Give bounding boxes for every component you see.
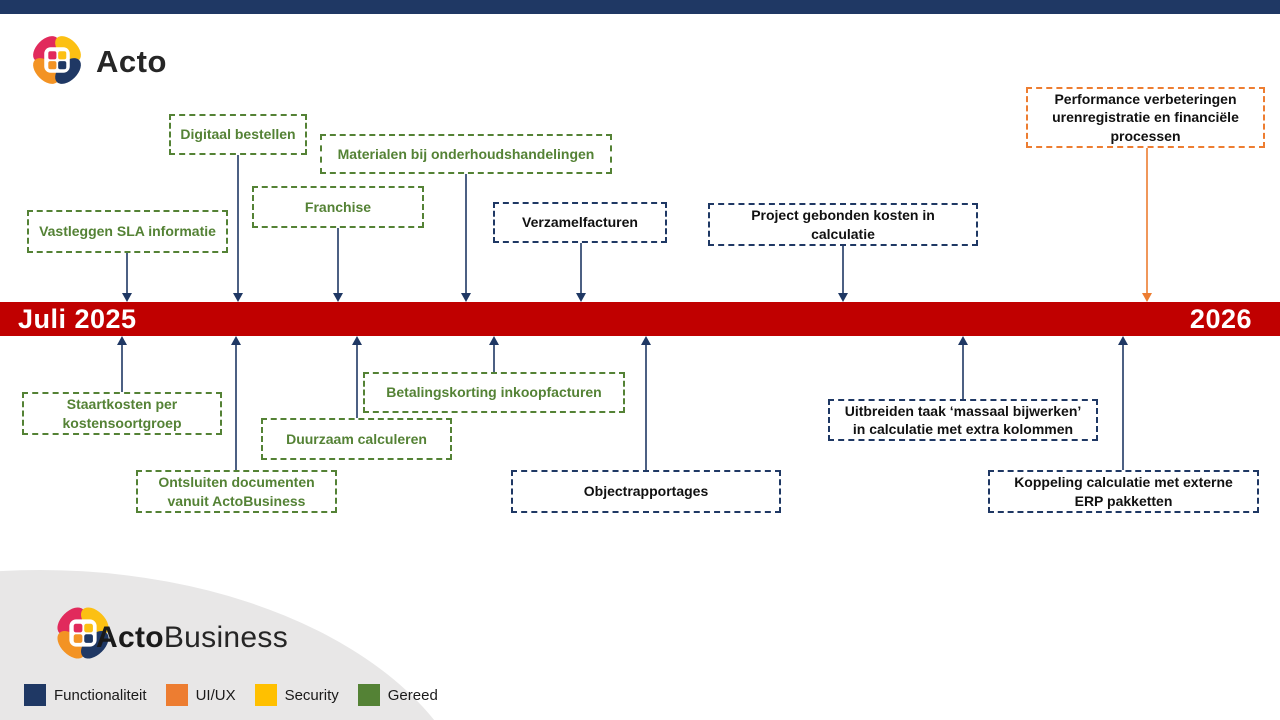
roadmap-item-duurzaam-calculeren: Duurzaam calculeren [261,418,452,460]
timeline-start-label: Juli 2025 [18,303,137,334]
legend-label: Gereed [387,686,438,704]
gereed-color-swatch [357,684,380,706]
top-accent-bar [0,0,1280,14]
legend-item-functionaliteit: Functionaliteit [24,684,147,706]
legend-item-uiux: UI/UX [165,684,236,706]
roadmap-item-staartkosten: Staartkosten per kostensoortgroep [22,392,222,435]
roadmap-item-performance-verbeteringen: Performance verbeteringen urenregistrati… [1026,87,1265,148]
uiux-color-swatch [165,684,188,706]
acto-logo-icon [33,36,81,84]
legend-label: Security [284,686,339,704]
roadmap-item-materialen-bij-onderhoudshandelingen: Materialen bij onderhoudshandelingen [320,134,612,174]
legend-label: UI/UX [195,686,236,704]
legend-item-security: Security [254,684,339,706]
roadmap-item-koppeling-erp: Koppeling calculatie met externe ERP pak… [988,470,1259,513]
roadmap-item-ontsluiten-documenten: Ontsluiten documenten vanuit ActoBusines… [136,470,337,513]
footer-brand-name: ActoBusiness [96,621,288,655]
roadmap-item-franchise: Franchise [252,186,424,228]
roadmap-item-objectrapportages: Objectrapportages [511,470,781,513]
footer-brand-bold: Acto [96,621,164,654]
legend: Functionaliteit UI/UX Security Gereed [24,684,438,706]
legend-item-gereed: Gereed [357,684,438,706]
timeline-end-label: 2026 [1189,303,1252,334]
footer-brand-light: Business [163,621,289,654]
roadmap-item-digitaal-bestellen: Digitaal bestellen [169,114,307,155]
legend-label: Functionaliteit [54,686,147,704]
functionaliteit-color-swatch [24,684,46,706]
timeline-bar: Juli 2025 2026 [0,302,1280,336]
roadmap-item-vastleggen-sla-informatie: Vastleggen SLA informatie [27,210,228,253]
roadmap-item-project-gebonden-kosten: Project gebonden kosten in calculatie [708,203,978,246]
actobusiness-logo-icon [57,607,109,659]
roadmap-item-betalingskorting: Betalingskorting inkoopfacturen [363,372,625,413]
roadmap-item-verzamelfacturen: Verzamelfacturen [493,202,667,243]
security-color-swatch [254,684,277,706]
roadmap-item-uitbreiden-taak-massaal-bijwerken: Uitbreiden taak ‘massaal bijwerken’ in c… [828,399,1098,441]
brand-name: Acto [96,44,167,79]
